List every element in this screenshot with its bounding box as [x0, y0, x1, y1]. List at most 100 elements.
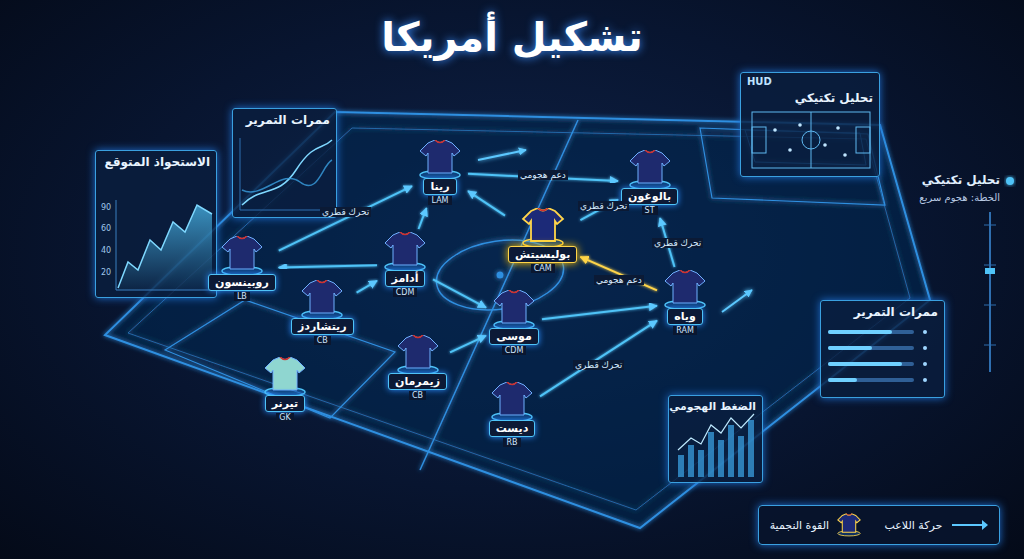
- side-note: تحليل تكتيكي: [922, 173, 1000, 187]
- decor-line: [830, 378, 912, 382]
- player-marker: أدامزCDM: [380, 232, 430, 297]
- jersey-icon: [398, 335, 438, 368]
- decor-circle: [923, 346, 927, 350]
- chart-panel: الاستحواذ المتوقع: [95, 150, 217, 298]
- jersey-collar: [846, 514, 852, 515]
- decor-line: [420, 120, 578, 470]
- decor-g: [923, 330, 927, 382]
- decor-line: [830, 378, 855, 382]
- decor-path: [118, 205, 212, 288]
- decor-rect: [856, 127, 870, 153]
- chart-panel: ممرات التمرير: [232, 108, 337, 218]
- decor-circle: [923, 362, 927, 366]
- player-name: وياه: [667, 308, 703, 325]
- decor-circle: [798, 123, 802, 127]
- edge-label: تحرك قطري: [652, 238, 703, 248]
- decor-line: [830, 330, 912, 334]
- legend-entry: القوة النجمية: [770, 511, 863, 539]
- position-code: LAM: [428, 196, 451, 205]
- decor-line: [478, 150, 526, 160]
- chart-panel: ممرات التمرير: [820, 300, 945, 398]
- hud-mini-pitch: [752, 112, 870, 168]
- position-code: CB: [314, 336, 331, 345]
- decor-path: [242, 160, 332, 192]
- decor-line: [240, 138, 241, 210]
- decor-rect: [688, 445, 694, 477]
- player-name: بوليسيتش: [508, 246, 577, 263]
- position-code: CB: [409, 391, 426, 400]
- decor-g: [984, 225, 996, 345]
- decor-rect: [95, 150, 217, 298]
- axis-tick: 20: [101, 268, 111, 277]
- jersey-marker: [625, 150, 675, 190]
- jersey-marker: [660, 270, 710, 310]
- decor-line: [984, 305, 996, 306]
- free-run-arrows: [478, 150, 752, 312]
- player-marker: ديستRB: [487, 382, 537, 447]
- legend-arrow-sample: [948, 518, 988, 532]
- player-marker: وياهRAM: [660, 270, 710, 335]
- decor-line: [116, 200, 117, 290]
- legend-box: حركة اللاعب القوة النجمية: [758, 505, 1000, 545]
- decor-g: [830, 332, 912, 380]
- decor-line: [830, 362, 900, 366]
- decor-line: [989, 212, 991, 372]
- position-code: CDM: [502, 346, 527, 355]
- decor-rect: [820, 300, 945, 398]
- decor-circle: [923, 378, 927, 382]
- chart-panel: الضغط الهجومي: [668, 395, 763, 483]
- legend-text: حركة اللاعب: [884, 519, 942, 532]
- player-marker: زيمرمانCB: [388, 335, 447, 400]
- player-name: تيرنر: [265, 395, 305, 412]
- decor-circle: [773, 128, 777, 132]
- decor-rect: [752, 127, 766, 153]
- jersey-collar: [400, 232, 410, 235]
- decor-polygon: [165, 300, 395, 418]
- jersey-marker: [260, 357, 310, 397]
- player-marker: موسىCDM: [489, 290, 539, 355]
- movement-arrow: [542, 306, 657, 319]
- decor-g: [773, 123, 847, 157]
- edge-label: تحرك قطري: [578, 201, 629, 211]
- player-name: موسى: [489, 328, 539, 345]
- jersey-marker: [217, 236, 267, 276]
- decor-line: [984, 265, 996, 266]
- player-marker: بالوغونST: [621, 150, 678, 215]
- decor-circle: [923, 330, 927, 334]
- position-code: CDM: [393, 288, 418, 297]
- decor-rect: [232, 108, 337, 218]
- player-name: ديست: [489, 420, 536, 437]
- decor-rect: [740, 72, 880, 177]
- edge-label: تحرك قطري: [573, 360, 624, 370]
- player-name: أدامز: [385, 270, 426, 287]
- jersey-icon: [494, 290, 534, 323]
- hud-tag: HUD: [747, 76, 772, 87]
- decor-rect: [748, 420, 754, 477]
- jersey-collar: [413, 335, 423, 338]
- decor-line: [116, 290, 213, 291]
- movement-arrow: [433, 279, 486, 307]
- decor-circle: [843, 153, 847, 157]
- decor-g: [830, 332, 900, 380]
- jersey-collar: [280, 357, 290, 360]
- jersey-marker: [518, 208, 568, 248]
- pass-lane-bars-right: [830, 330, 927, 382]
- edge-label: دعم هجومي: [518, 170, 568, 180]
- jersey-collar: [680, 270, 690, 273]
- pressure-chart: [678, 414, 754, 477]
- jersey-collar: [435, 140, 445, 143]
- panel-title: الاستحواذ المتوقع: [96, 151, 216, 169]
- position-code: CAM: [531, 264, 555, 273]
- movement-arrow: [419, 208, 427, 229]
- position-code: RAM: [673, 326, 697, 335]
- jersey-icon: [302, 280, 342, 313]
- decor-path: [118, 205, 212, 290]
- decor-circle: [823, 143, 827, 147]
- player-name: زيمرمان: [388, 373, 447, 390]
- player-name: بالوغون: [621, 188, 678, 205]
- decor-line: [830, 346, 870, 350]
- chart-panel: HUDتحليل تكتيكي: [740, 72, 880, 177]
- jersey-icon: [630, 150, 670, 183]
- decor-circle: [802, 131, 820, 149]
